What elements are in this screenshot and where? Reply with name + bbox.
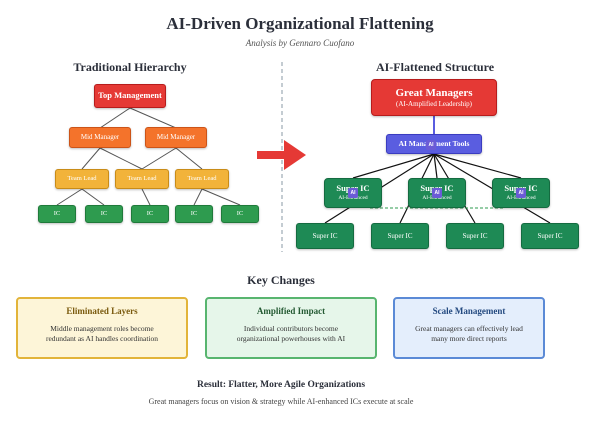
team-lead-box: Team Lead bbox=[55, 169, 109, 189]
ai-badge: AI bbox=[426, 140, 436, 150]
mid-manager-box: Mid Manager bbox=[145, 127, 207, 148]
card-body: Great managers can effectively lead many… bbox=[415, 324, 523, 344]
super-ic-box: Super IC bbox=[446, 223, 504, 249]
transition-arrow bbox=[257, 140, 306, 170]
ai-enhanced-label: AI-Enhanced bbox=[506, 195, 536, 202]
super-ic-box: Super IC bbox=[296, 223, 354, 249]
line-mid2-team3 bbox=[175, 147, 203, 170]
ic-box: IC bbox=[38, 205, 76, 223]
result-body: Great managers focus on vision & strateg… bbox=[148, 397, 414, 406]
ai-enhanced-label: AI-Enhanced bbox=[422, 195, 452, 202]
line-tools-super3 bbox=[433, 153, 522, 179]
line-team2-ic3 bbox=[141, 188, 151, 206]
ai-badge: AI bbox=[432, 188, 442, 198]
card-body: Individual contributors become organizat… bbox=[236, 324, 346, 344]
ic-box: IC bbox=[221, 205, 259, 223]
card-title: Eliminated Layers bbox=[66, 306, 138, 316]
top-management-box: Top Management bbox=[94, 84, 166, 108]
line-team1-ic2 bbox=[81, 188, 105, 206]
ic-box: IC bbox=[175, 205, 213, 223]
card-title: Amplified Impact bbox=[256, 306, 326, 316]
ai-enhanced-label: AI-Enhanced bbox=[338, 195, 368, 202]
ic-box: IC bbox=[131, 205, 169, 223]
line-mid1-team1 bbox=[81, 147, 101, 170]
great-managers-box: Great Managers (AI-Amplified Leadership) bbox=[371, 79, 497, 116]
flattened-heading: AI-Flattened Structure bbox=[375, 60, 495, 74]
amplified-impact-card: Amplified Impact Individual contributors… bbox=[205, 297, 377, 359]
ic-box: IC bbox=[85, 205, 123, 223]
great-managers-title: Great Managers bbox=[395, 86, 473, 99]
super-ic-box: Super IC bbox=[521, 223, 579, 249]
page-title: AI-Driven Organizational Flattening bbox=[166, 14, 434, 33]
line-team3-ic5 bbox=[201, 188, 241, 206]
traditional-heading: Traditional Hierarchy bbox=[73, 60, 187, 74]
line-team1-ic1 bbox=[56, 188, 83, 206]
line-top-mid-2 bbox=[129, 107, 177, 129]
line-top-mid-1 bbox=[99, 107, 131, 129]
ai-badge: AI bbox=[348, 188, 358, 198]
team-lead-box: Team Lead bbox=[175, 169, 229, 189]
line-mid1-team2 bbox=[99, 147, 143, 170]
page-subtitle: Analysis by Gennaro Cuofano bbox=[245, 38, 355, 48]
key-changes-title: Key Changes bbox=[247, 273, 315, 287]
great-managers-subtitle: (AI-Amplified Leadership) bbox=[396, 100, 472, 109]
line-tools-super2 bbox=[433, 153, 438, 179]
team-lead-box: Team Lead bbox=[115, 169, 169, 189]
line-team3-ic4 bbox=[193, 188, 203, 206]
eliminated-layers-card: Eliminated Layers Middle management role… bbox=[16, 297, 188, 359]
ai-badge: AI bbox=[516, 188, 526, 198]
scale-management-card: Scale Management Great managers can effe… bbox=[393, 297, 545, 359]
mid-manager-box: Mid Manager bbox=[69, 127, 131, 148]
line-tools-super1 bbox=[352, 153, 435, 179]
result-title: Result: Flatter, More Agile Organization… bbox=[196, 380, 366, 390]
card-title: Scale Management bbox=[432, 306, 506, 316]
card-body: Middle management roles become redundant… bbox=[45, 324, 159, 344]
super-ic-box: Super IC bbox=[371, 223, 429, 249]
line-mid2-team2 bbox=[141, 147, 177, 170]
